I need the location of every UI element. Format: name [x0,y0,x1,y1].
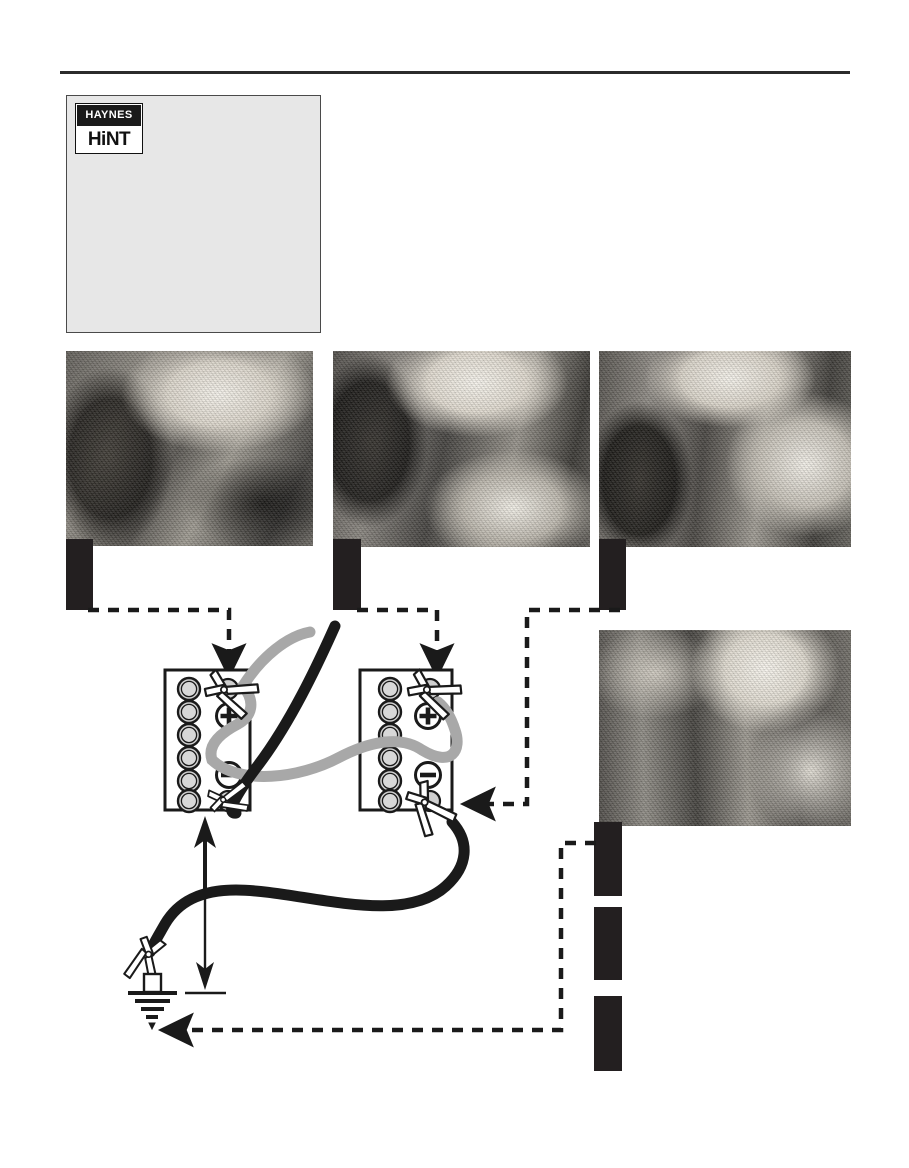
step-bar-6 [594,996,622,1071]
positive-jumper-cable [205,626,463,782]
step-bar-5 [594,907,622,980]
chassis-ground-point [128,972,177,1031]
step-bar-1 [66,539,93,610]
page-header-rule [60,71,850,74]
photo-battery-terminal-lift [333,351,590,547]
step-bar-4 [594,822,622,896]
haynes-hint-logo: HAYNES HiNT [75,103,143,154]
haynes-wordmark: HAYNES [77,105,141,126]
haynes-hint-box: HAYNES HiNT [66,95,321,333]
photo-jumper-clamp-positive [599,351,851,547]
jump-start-diagram [88,607,620,1048]
photo-battery-terminal-loosen [66,351,313,546]
step-bar-3 [599,539,626,610]
ground-point-callout-arrow [185,816,226,995]
step-bar-2 [333,539,361,610]
hint-body-text [77,162,309,322]
hint-wordmark: HiNT [77,127,141,152]
photo-engine-ground-point [599,630,851,826]
